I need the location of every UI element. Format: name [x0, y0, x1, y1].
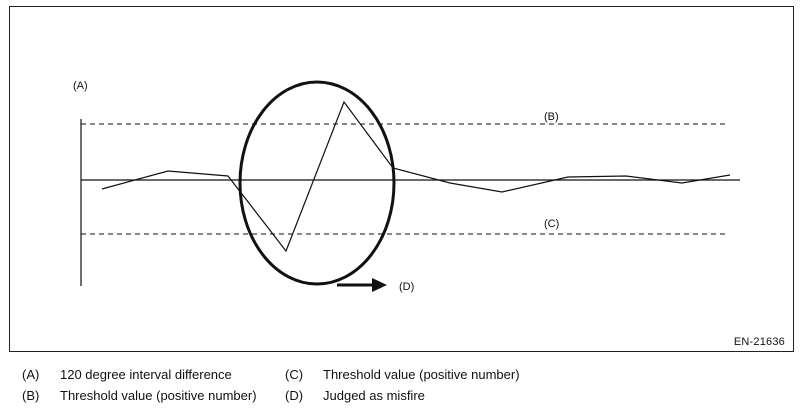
legend-item-d: (D) Judged as misfire [285, 388, 425, 403]
legend-item-a: (A) 120 degree interval difference [22, 367, 232, 382]
misfire-arrow-head [372, 278, 387, 292]
legend: (A) 120 degree interval difference (B) Thr… [0, 360, 804, 412]
legend-key: (C) [285, 367, 304, 382]
legend-text: 120 degree interval difference [60, 367, 232, 382]
legend-text: Threshold value (positive number) [60, 388, 257, 403]
legend-key: (A) [22, 367, 40, 382]
legend-key: (B) [22, 388, 40, 403]
threshold-label-c: (C) [544, 218, 559, 230]
legend-item-b: (B) Threshold value (positive number) [22, 388, 257, 403]
axis-label-a: (A) [73, 80, 88, 92]
diagram: (A) (B) (C) (D) [73, 80, 740, 293]
figure-id: EN-21636 [733, 336, 785, 348]
signal-trace [101, 100, 731, 253]
legend-key: (D) [285, 388, 304, 403]
legend-text: Judged as misfire [323, 388, 425, 403]
misfire-highlight-ellipse [238, 80, 396, 286]
legend-item-c: (C) Threshold value (positive number) [285, 367, 520, 382]
figure-frame: (A) (B) (C) (D) EN-21636 [9, 6, 794, 352]
threshold-label-b: (B) [544, 111, 559, 123]
arrow-label-d: (D) [399, 281, 414, 293]
legend-text: Threshold value (positive number) [323, 367, 520, 382]
